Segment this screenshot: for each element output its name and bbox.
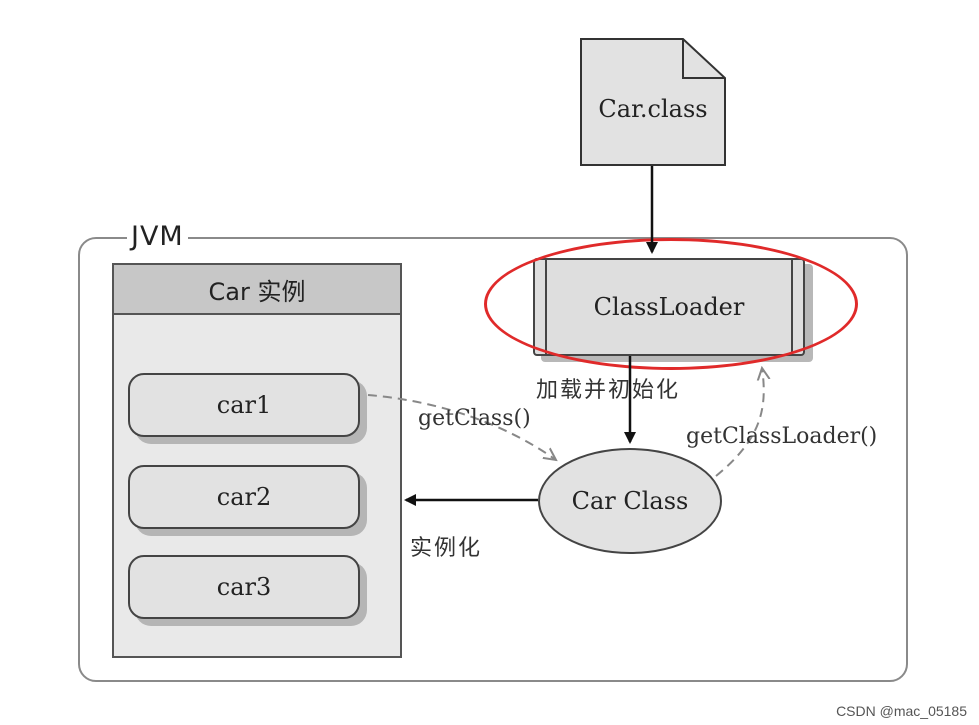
car-instance-panel-title: Car 实例 — [112, 263, 402, 315]
edge-label-getclass: getClass() — [418, 406, 531, 431]
car2-instance: car2 — [128, 465, 360, 529]
edge-label-load-init: 加载并初始化 — [536, 378, 681, 403]
jvm-label: JVM — [127, 221, 188, 252]
jvm-container — [78, 237, 908, 682]
car3-instance: car3 — [128, 555, 360, 619]
classloader-highlight-ellipse — [484, 238, 858, 370]
class-file-label: Car.class — [598, 95, 708, 123]
edge-label-instantiate: 实例化 — [410, 536, 483, 561]
car-class-node: Car Class — [538, 448, 722, 554]
edge-getclassloader — [715, 368, 764, 477]
edge-getclass — [367, 394, 556, 460]
car1-instance: car1 — [128, 373, 360, 437]
watermark: CSDN @mac_05185 — [836, 703, 967, 719]
class-file-shape — [580, 38, 726, 166]
edge-label-getclassloader: getClassLoader() — [686, 424, 878, 449]
